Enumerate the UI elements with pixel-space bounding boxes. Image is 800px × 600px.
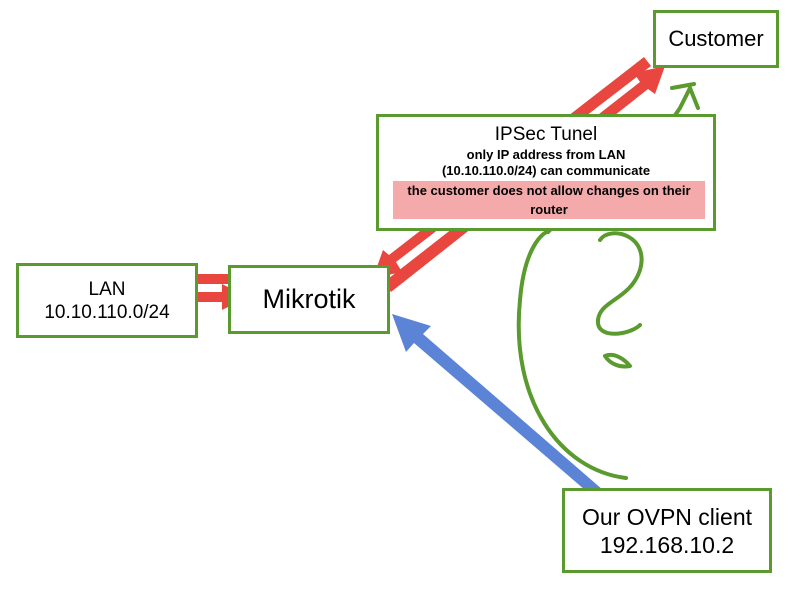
mikrotik-node: Mikrotik: [228, 265, 390, 334]
sketch-curve: [516, 229, 628, 480]
lan-node: LAN 10.10.110.0/24: [16, 263, 198, 338]
customer-label: Customer: [668, 26, 764, 51]
ipsec-warning-banner: the customer does not allow changes on t…: [393, 181, 705, 219]
mikrotik-label: Mikrotik: [262, 284, 356, 314]
lan-subnet: 10.10.110.0/24: [44, 302, 170, 323]
ovpn-label: Our OVPN client: [582, 504, 752, 530]
ipsec-title: IPSec Tunel: [494, 124, 598, 145]
question-dot: [603, 353, 632, 369]
ipsec-note-line-2: (10.10.110.0/24) can communicate: [441, 163, 651, 178]
ovpn-ip: 192.168.10.2: [599, 532, 735, 558]
question-hook: [596, 231, 644, 336]
ipsec-note-line-1: only IP address from LAN: [466, 147, 626, 162]
ipsec-tunnel-note: IPSec Tunel only IP address from LAN (10…: [376, 114, 716, 231]
lan-label: LAN: [88, 279, 126, 300]
customer-node: Customer: [653, 10, 779, 68]
ovpn-client-node: Our OVPN client 192.168.10.2: [562, 488, 772, 573]
ovpn-arrow: [392, 314, 603, 496]
sketch-arrowhead-left: [670, 82, 696, 90]
